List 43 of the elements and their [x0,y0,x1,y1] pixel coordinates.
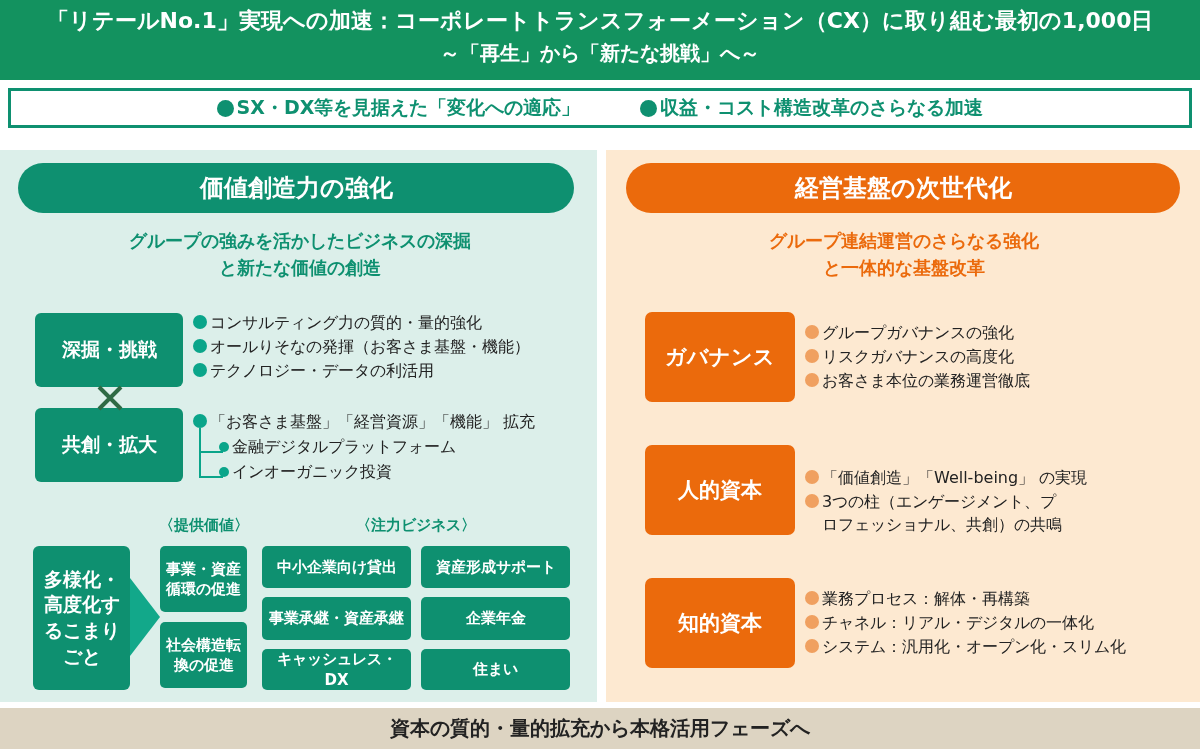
banner [8,88,1192,128]
bullet-text: 3つの柱（エンゲージメント、プロフェッショナル、共創）の共鳴 [822,491,1063,536]
category-box: 人的資本 [645,445,795,535]
column-heading: 〈注力ビジネス〉 [355,516,477,535]
heading-pill: 経営基盤の次世代化 [626,163,1180,213]
slogan-text: 収益・コスト構造改革のさらなる加速 [660,95,984,120]
category-box: 深掘・挑戦 [35,313,183,387]
bullet-text: チャネル：リアル・デジタルの一体化 [822,612,1094,634]
business-box: 中小企業向け貸出 [262,546,411,588]
bullet-text: オールりそなの発揮（お客さま基盤・機能） [210,336,530,358]
bullet-text: お客さま本位の業務運営徹底 [822,370,1030,392]
bullet-text: システム：汎用化・オープン化・スリム化 [822,636,1126,658]
panel [0,150,597,702]
column-heading: 〈提供価値〉 [158,516,250,535]
bullet-text: グループガバナンスの強化 [822,322,1014,344]
footer-band: 資本の質的・量的拡充から本格活用フェーズへ [0,708,1200,749]
chevron-arrow [130,577,160,657]
panel-subtitle: グループ連結運営のさらなる強化と一体的な基盤改革 [768,230,1040,280]
business-box: 住まい [421,649,570,690]
category-box: ガバナンス [645,312,795,402]
business-box: キャッシュレス・DX [262,649,411,690]
business-box: 企業年金 [421,597,570,640]
title: 「リテールNo.1」実現への加速：コーポレートトランスフォーメーション（CX）に取り組む最初の1,000日 [45,7,1155,35]
bullet-text: インオーガニック投資 [232,461,392,483]
category-box: 共創・拡大 [35,408,183,482]
business-box: 資産形成サポート [421,546,570,588]
category-box: 知的資本 [645,578,795,668]
subtitle: ～「再生」から「新たな挑戦」へ～ [439,40,761,67]
category-box: 多様化・高度化するこまりごと [33,546,130,690]
bullet-text: リスクガバナンスの高度化 [822,346,1014,368]
bullet-text: 「価値創造」「Well-being」 の実現 [822,467,1088,489]
panel [606,150,1200,702]
business-box: 事業承継・資産承継 [262,597,411,640]
slogan-text: SX・DX等を見据えた「変化への適応」 [236,95,581,120]
business-box: 社会構造転換の促進 [160,622,247,688]
business-box: 事業・資産循環の促進 [160,546,247,612]
bullet-text: 業務プロセス：解体・再構築 [822,588,1030,610]
bullet-text: 金融デジタルプラットフォーム [232,436,456,458]
panel-subtitle: グループの強みを活かしたビジネスの深掘と新たな価値の創造 [127,230,472,280]
heading-pill: 価値創造力の強化 [18,163,574,213]
bullet-text: コンサルティング力の質的・量的強化 [210,312,482,334]
bullet-text: 「お客さま基盤」「経営資源」「機能」 拡充 [210,411,536,433]
bullet-text: テクノロジー・データの利活用 [210,360,434,382]
